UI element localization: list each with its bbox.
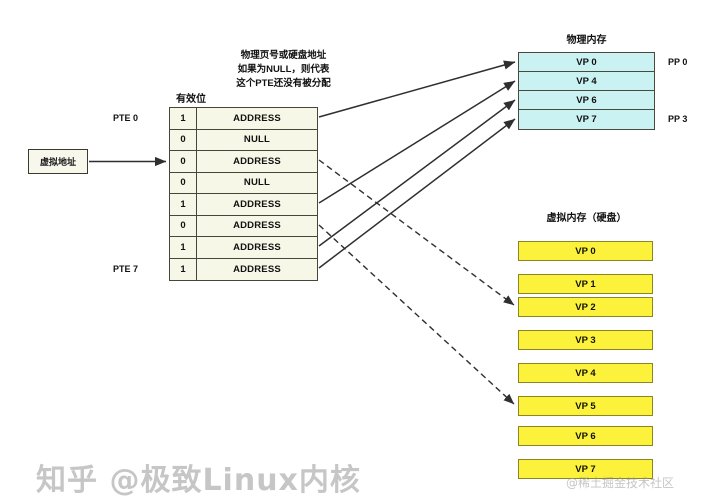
physical-memory-title: 物理内存 xyxy=(566,35,607,46)
pte-address: ADDRESS xyxy=(233,241,281,253)
pte-address: ADDRESS xyxy=(233,198,281,210)
physical-frame-first-label: PP 0 xyxy=(668,57,688,67)
wire-pte7-to-pp3 xyxy=(318,118,516,269)
physical-frame: VP 4 xyxy=(519,72,654,91)
wire-pte6-to-pp2 xyxy=(318,99,516,247)
pte-annotation: 物理页号或硬盘地址 如果为NULL，则代表 这个PTE还没有被分配 xyxy=(196,49,371,90)
pte-address: ADDRESS xyxy=(233,220,281,232)
virtual-address-label: 虚拟地址 xyxy=(39,157,76,167)
pte-valid-bit: 1 xyxy=(170,237,197,258)
physical-memory-block: VP 0 VP 4 VP 6 VP 7 xyxy=(518,52,655,130)
pte-address: ADDRESS xyxy=(233,112,281,124)
pte-valid-bit: 0 xyxy=(170,172,197,193)
physical-frame: VP 6 xyxy=(519,91,654,110)
table-row: 0 NULL xyxy=(170,129,317,151)
virtual-page: VP 6 xyxy=(518,426,653,446)
table-row: 1 ADDRESS xyxy=(170,258,317,280)
pte-address: NULL xyxy=(243,177,271,189)
virtual-address-box: 虚拟地址 xyxy=(28,149,88,174)
pte-valid-bit: 0 xyxy=(170,215,197,236)
wire-pte5-to-vp5 xyxy=(318,224,515,405)
physical-frame: VP 7 xyxy=(519,110,654,129)
physical-frame: VP 0 xyxy=(519,53,654,72)
virtual-memory-title: 虚拟内存（硬盘） xyxy=(546,213,627,224)
virtual-page: VP 7 xyxy=(518,459,653,479)
watermark-secondary: @稀土掘金技术社区 xyxy=(566,476,675,490)
table-row: 1 ADDRESS xyxy=(170,237,317,259)
table-row: 0 NULL xyxy=(170,172,317,194)
pte-valid-bit: 1 xyxy=(170,194,197,215)
pte-address: ADDRESS xyxy=(233,263,281,275)
pte-last-label: PTE 7 xyxy=(113,264,139,274)
virtual-page: VP 4 xyxy=(518,363,653,383)
pte-address: NULL xyxy=(243,134,271,146)
page-table: 1 ADDRESS 0 NULL 0 ADDRESS 0 NULL 1 ADDR… xyxy=(169,107,318,281)
pte-annotation-line-1: 物理页号或硬盘地址 xyxy=(240,50,327,61)
pte-valid-bit: 1 xyxy=(170,108,197,129)
watermark-primary: 知乎 @极致Linux内核 xyxy=(36,463,361,498)
valid-bit-label: 有效位 xyxy=(176,94,206,105)
table-row: 1 ADDRESS xyxy=(170,108,317,130)
pte-valid-bit: 1 xyxy=(170,258,197,280)
virtual-page: VP 2 xyxy=(518,297,653,317)
virtual-page: VP 5 xyxy=(518,396,653,416)
physical-frame-last-label: PP 3 xyxy=(668,114,688,124)
wire-pte4-to-pp1 xyxy=(318,80,516,204)
table-row: 0 ADDRESS xyxy=(170,215,317,237)
wire-pte2-to-vp2 xyxy=(318,159,515,306)
pte-annotation-line-2: 如果为NULL，则代表 xyxy=(237,63,330,75)
table-row: 0 ADDRESS xyxy=(170,151,317,173)
virtual-page: VP 0 xyxy=(518,241,653,261)
virtual-page: VP 1 xyxy=(518,274,653,294)
pte-annotation-line-3: 这个PTE还没有被分配 xyxy=(236,77,331,89)
pte-first-label: PTE 0 xyxy=(113,113,139,123)
pte-valid-bit: 0 xyxy=(170,151,197,172)
pte-address: ADDRESS xyxy=(233,155,281,167)
virtual-page: VP 3 xyxy=(518,330,653,350)
pte-valid-bit: 0 xyxy=(170,129,197,150)
table-row: 1 ADDRESS xyxy=(170,194,317,216)
